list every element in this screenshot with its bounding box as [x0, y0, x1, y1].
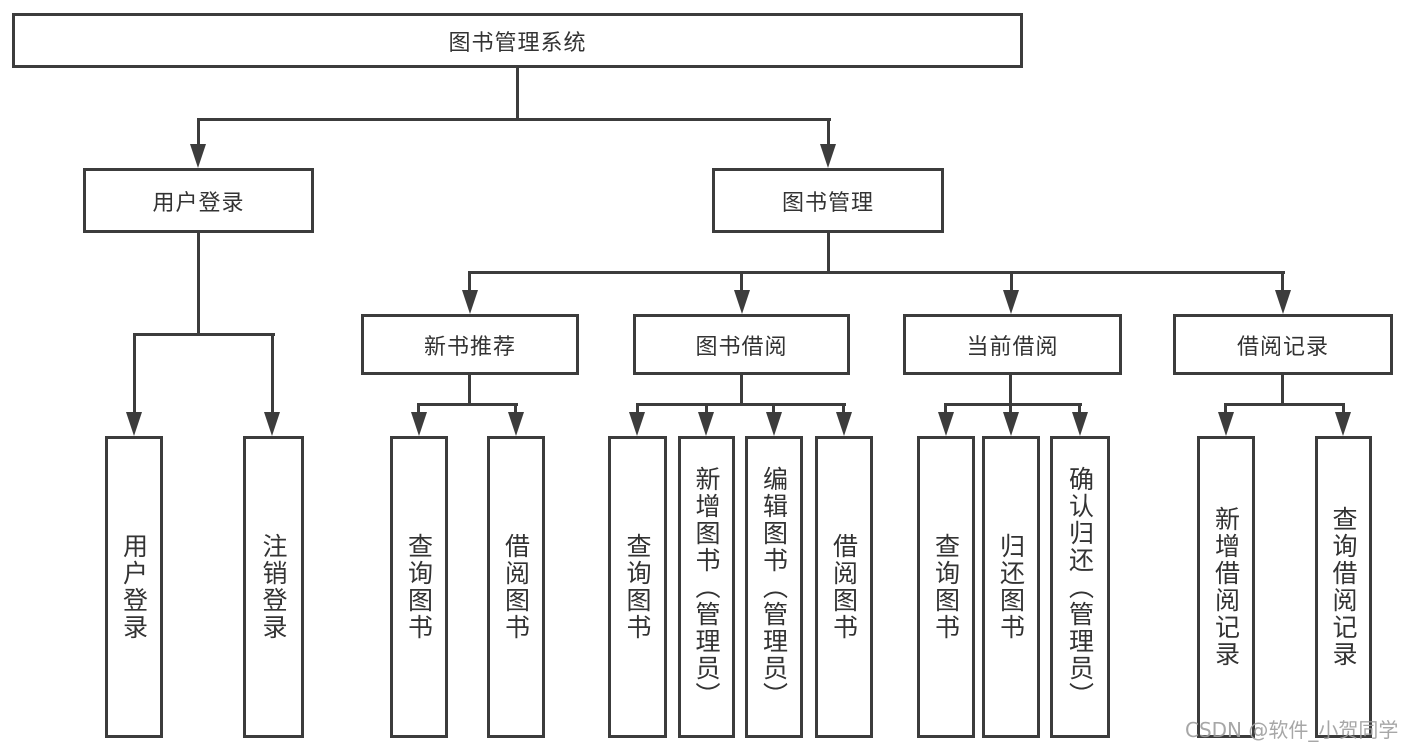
leaf-add-borrow-record: 新增借阅记录 [1197, 436, 1255, 738]
connector-leaf-user-login [133, 333, 136, 415]
leaf-return-book: 归还图书 [982, 436, 1040, 738]
connector-d1 [944, 403, 947, 415]
connector-c1 [636, 403, 639, 415]
arrowhead-down-icon [734, 290, 750, 314]
arrowhead-down-icon [1335, 412, 1351, 436]
leaf-add-book-admin: 新增图书（管理员） [678, 436, 735, 738]
leaf-query-borrow-record: 查询借阅记录 [1315, 436, 1372, 738]
arrowhead-down-icon [1072, 412, 1088, 436]
connector-d2 [1009, 403, 1012, 415]
connector-c2 [705, 403, 708, 415]
node-book-management: 图书管理 [712, 168, 944, 233]
connector-d3 [1078, 403, 1081, 415]
leaf-query-book-current: 查询图书 [917, 436, 975, 738]
connector-c4 [842, 403, 845, 415]
connector-level1-hline [197, 118, 831, 121]
connector-b2 [514, 403, 517, 415]
connector-e1 [1224, 403, 1227, 415]
connector-new-book-stem [468, 271, 471, 293]
arrowhead-down-icon [411, 412, 427, 436]
connector-book-borrowing-stem [740, 271, 743, 293]
connector-current-borrowing-stem [1010, 271, 1013, 293]
leaf-query-book-borrowing: 查询图书 [608, 436, 667, 738]
node-current-borrowing: 当前借阅 [903, 314, 1122, 375]
connector-book-management-down [827, 233, 830, 274]
arrowhead-down-icon [190, 144, 206, 168]
leaf-confirm-return-admin: 确认归还（管理员） [1050, 436, 1110, 738]
connector-e2 [1342, 403, 1345, 415]
connector-group-d-hline [945, 403, 1082, 406]
leaf-query-book-recommend: 查询图书 [390, 436, 448, 738]
connector-user-login-hline [133, 333, 275, 336]
watermark: CSDN @软件_小贺同学 [1185, 718, 1399, 742]
leaf-borrow-book: 借阅图书 [815, 436, 873, 738]
arrowhead-down-icon [820, 144, 836, 168]
arrowhead-down-icon [508, 412, 524, 436]
arrowhead-down-icon [462, 290, 478, 314]
connector-group-d-stem [1009, 375, 1012, 406]
arrowhead-down-icon [698, 412, 714, 436]
leaf-logout-login: 注销登录 [243, 436, 304, 738]
connector-user-login-down [197, 233, 200, 336]
node-root: 图书管理系统 [12, 13, 1023, 68]
connector-group-e-hline [1225, 403, 1345, 406]
arrowhead-down-icon [1003, 412, 1019, 436]
arrowhead-down-icon [836, 412, 852, 436]
node-book-borrowing: 图书借阅 [633, 314, 850, 375]
node-new-book-recommendation: 新书推荐 [361, 314, 579, 375]
arrowhead-down-icon [629, 412, 645, 436]
leaf-borrow-book-recommend: 借阅图书 [487, 436, 545, 738]
arrowhead-down-icon [264, 412, 280, 436]
arrowhead-down-icon [1003, 290, 1019, 314]
leaf-edit-book-admin: 编辑图书（管理员） [745, 436, 803, 738]
connector-level2-hline [469, 271, 1285, 274]
connector-root-stem [516, 68, 519, 120]
leaf-user-login: 用户登录 [105, 436, 163, 738]
connector-group-b-stem [468, 375, 471, 406]
arrowhead-down-icon [1275, 290, 1291, 314]
connector-b1 [417, 403, 420, 415]
connector-c3 [772, 403, 775, 415]
connector-book-management-stem [827, 118, 830, 148]
arrowhead-down-icon [1218, 412, 1234, 436]
connector-user-login-stem [197, 118, 200, 148]
arrowhead-down-icon [766, 412, 782, 436]
connector-leaf-logout [271, 333, 274, 415]
arrowhead-down-icon [938, 412, 954, 436]
node-user-login: 用户登录 [83, 168, 314, 233]
connector-borrowing-records-stem [1281, 271, 1284, 293]
connector-group-c-stem [740, 375, 743, 406]
arrowhead-down-icon [126, 412, 142, 436]
node-borrowing-records: 借阅记录 [1173, 314, 1393, 375]
connector-group-b-hline [417, 403, 518, 406]
connector-group-e-stem [1281, 375, 1284, 406]
connector-group-c-hline [636, 403, 846, 406]
